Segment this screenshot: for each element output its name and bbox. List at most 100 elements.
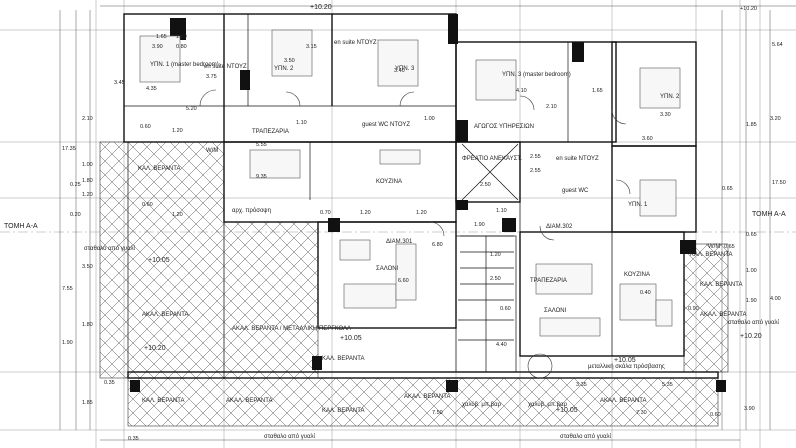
dim-value: 0.65 (722, 186, 733, 192)
dim-value: 1.85 (746, 122, 757, 128)
room-label: χαλύβ. μπ.βαρ (528, 402, 568, 408)
veranda-hatching (99, 141, 729, 427)
dimension-lines (59, 5, 796, 441)
dim-value: 3.30 (660, 112, 671, 118)
dim-value: 1.20 (82, 192, 93, 198)
room-label: ΦΡΕΑΤΙΟ ΑΝΕΚΑΥΣΤ. (462, 156, 522, 162)
level-label: +10.05 (148, 257, 170, 264)
room-label: en suite ΝΤΟΥΖ (334, 40, 377, 46)
level-label: +10.20 (144, 345, 166, 352)
room-label: en suite ΝΤΟΥΖ (556, 156, 599, 162)
dim-value: 5.35 (662, 382, 673, 388)
room-label: ΑΚΑΛ. ΒΕΡΑΝΤΑ (142, 312, 188, 318)
columns (130, 14, 726, 392)
dim-value: 0.25 (70, 182, 81, 188)
dim-value: 1.85 (82, 400, 93, 406)
room-label: ΚΑΛ. ΒΕΡΑΝΤΑ (322, 408, 364, 414)
room-label: W/M (206, 148, 218, 154)
dim-value: 0.70 (320, 210, 331, 216)
room-label: ΑΓΩΓΟΣ ΥΠΗΡΕΣΙΩΝ (474, 124, 534, 130)
dim-value: 1.20 (416, 210, 427, 216)
dim-value: 0.35 (128, 436, 139, 442)
room-label: ΚΟΥΖΙΝΑ (376, 179, 402, 185)
dim-value: 6.60 (398, 278, 409, 284)
room-label: W/M (708, 244, 720, 250)
dim-value: 5.20 (186, 106, 197, 112)
dim-value: 3.20 (770, 116, 781, 122)
room-labels: ΥΠΝ. 1 (master bedroom) ΥΠΝ. 2 ΥΠΝ. 3 en… (84, 40, 780, 440)
section-marker-right: ΤΟΜΗ Α-Α (752, 211, 786, 218)
dimension-values: +10.20 5.64 3.90 1.65 0.80 1.80 3.15 3.5… (62, 6, 786, 442)
dim-value: 3.45 (114, 80, 125, 86)
dim-value: 17.35 (62, 146, 76, 152)
room-label: en suite ΝΤΟΥΖ (204, 64, 247, 70)
dim-value: 1.90 (746, 298, 757, 304)
dim-value: 1.80 (82, 322, 93, 328)
room-label: ΑΚΑΛ. ΒΕΡΑΝΤΑ (600, 398, 646, 404)
room-label: ΥΠΝ. 3 (master bedroom) (502, 72, 571, 78)
room-label: σταθαλο από γυαλί (560, 433, 612, 440)
dim-value: 1.20 (490, 252, 501, 258)
room-label: ΚΟΥΖΙΝΑ (624, 272, 650, 278)
dim-value: 0.60 (500, 306, 511, 312)
dim-value: 3.40 (394, 68, 405, 74)
section-label-left: ΤΟΜΗ Α-Α (4, 223, 38, 230)
room-label: ΚΑΛ. ΒΕΡΑΝΤΑ (322, 356, 364, 362)
dim-value: 3.90 (744, 406, 755, 412)
furniture (139, 29, 681, 337)
room-label: σταθαλο από γυαλί (728, 319, 780, 326)
dim-value: 1.00 (424, 116, 435, 122)
room-label: σταθαλο από γυαλί (264, 433, 316, 440)
dim-value: 6.80 (432, 242, 443, 248)
doors (199, 89, 631, 379)
room-label: σταθαλο από γυαλί (84, 245, 136, 252)
dim-value: 1.65 (592, 88, 603, 94)
level-label: +10.05 (614, 357, 636, 364)
dim-value: 2.55 (530, 168, 541, 174)
level-label: +10.05 (556, 407, 578, 414)
room-label: μεταλλική σκάλα πρόσβασης (588, 363, 665, 370)
dim-value: 7.50 (432, 410, 443, 416)
room-label: ΑΚΑΛ. ΒΕΡΑΝΤΑ (700, 312, 746, 318)
room-label: ΚΑΛ. ΒΕΡΑΝΤΑ (690, 252, 732, 258)
dim-value: 0.60 (140, 124, 151, 130)
dim-value: 2.55 (530, 154, 541, 160)
dim-value: 9.35 (256, 174, 267, 180)
dim-value: 1.10 (296, 120, 307, 126)
dim-value: 2.10 (546, 104, 557, 110)
room-label: ΔΙΑΜ.302 (546, 224, 573, 230)
room-label: ΑΚΑΛ. ΒΕΡΑΝΤΑ / ΜΕΤΑΛΛΙΚΗ ΠΕΡΓΚΟΛΑ (232, 326, 351, 332)
dim-value: 4.40 (496, 342, 507, 348)
dim-value: 0.40 (640, 290, 651, 296)
dim-value: 0.60 (142, 202, 153, 208)
dim-value: 1.80 (82, 178, 93, 184)
stairs (460, 143, 519, 285)
dim-value: 1.20 (360, 210, 371, 216)
walls (123, 13, 719, 379)
room-label: ΤΡΑΠΕΖΑΡΙΑ (530, 278, 567, 284)
level-labels: +10.20 +10.05 +10.05 +10.20 +10.20 +10.0… (144, 4, 762, 414)
room-label: ΥΠΝ. 2 (660, 94, 680, 100)
dim-value: 3.50 (82, 264, 93, 270)
dim-value: 7.55 (62, 286, 73, 292)
dim-value: 2.50 (490, 276, 501, 282)
section-label-right: ΤΟΜΗ Α-Α (752, 211, 786, 218)
dim-value: 1.20 (172, 212, 183, 218)
dim-value: 1.00 (746, 268, 757, 274)
dim-value: 3.90 (152, 44, 163, 50)
dim-value: 1.20 (172, 128, 183, 134)
dim-value: 0.65 (724, 244, 735, 250)
dim-value: 1.10 (496, 208, 507, 214)
room-label: ΚΑΛ. ΒΕΡΑΝΤΑ (700, 282, 742, 288)
room-label: ΥΠΝ. 1 (master bedroom) (150, 62, 219, 68)
room-label: αρχ. πρόσοψη (232, 207, 271, 214)
section-marker-left: ΤΟΜΗ Α-Α (4, 223, 38, 230)
room-label: ΥΠΝ. 1 (628, 202, 648, 208)
dim-value: 3.35 (576, 382, 587, 388)
room-label: ΚΑΛ. ΒΕΡΑΝΤΑ (138, 166, 180, 172)
room-label: ΔΙΑΜ.301 (386, 239, 413, 245)
dim-value: 1.00 (82, 162, 93, 168)
room-label: ΥΠΝ. 2 (274, 66, 294, 72)
room-label: ΣΑΛΟΝΙ (544, 308, 567, 314)
